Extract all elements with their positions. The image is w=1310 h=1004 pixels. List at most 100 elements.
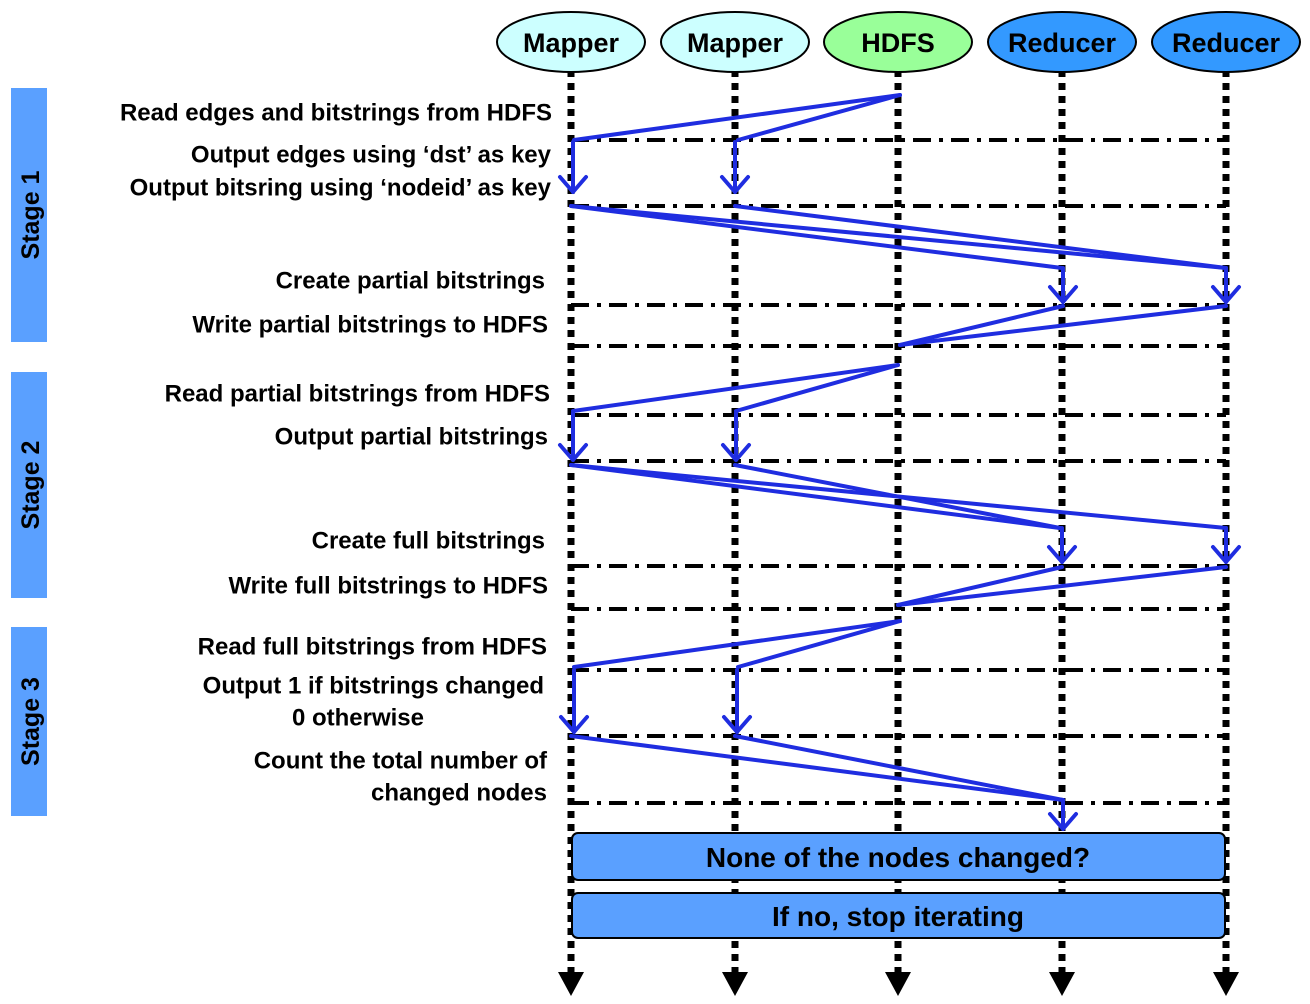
step-5: Read partial bitstrings from HDFS bbox=[165, 381, 550, 408]
stage-bars: Stage 1 Stage 2 Stage 3 bbox=[11, 88, 47, 816]
lifeline-hdfs bbox=[885, 70, 911, 996]
actor-label: Mapper bbox=[523, 28, 620, 58]
lifeline-mapper-1 bbox=[558, 70, 584, 996]
flow-arrowhead bbox=[1048, 285, 1078, 304]
actor-label: Mapper bbox=[687, 28, 784, 58]
flow-segment bbox=[733, 204, 1228, 270]
step-label-line: Read full bitstrings from HDFS bbox=[198, 634, 547, 661]
none-changed-box: None of the nodes changed? bbox=[571, 832, 1226, 881]
step-label-line: Write partial bitstrings to HDFS bbox=[192, 312, 548, 339]
lifeline-end-arrowhead bbox=[885, 972, 911, 996]
stage-bar-rect bbox=[11, 627, 47, 816]
lifeline-end-arrowhead bbox=[722, 972, 748, 996]
actor-hdfs: HDFS bbox=[823, 11, 973, 73]
actor-mapper-2: Mapper bbox=[660, 11, 810, 73]
actor-ellipse bbox=[496, 11, 646, 73]
flow-arrowhead bbox=[722, 715, 752, 734]
stage-bar-rect bbox=[11, 88, 47, 342]
box-label: If no, stop iterating bbox=[772, 901, 1024, 932]
step-separators bbox=[571, 138, 1226, 805]
step-label-line: Output partial bitstrings bbox=[275, 424, 548, 451]
step-label-line: 0 otherwise bbox=[292, 705, 424, 732]
actor-ellipse bbox=[823, 11, 973, 73]
actor-ellipse bbox=[660, 11, 810, 73]
flow-arrowhead bbox=[721, 443, 751, 462]
step-label-line: Create full bitstrings bbox=[312, 528, 545, 555]
step-label-line: Write full bitstrings to HDFS bbox=[228, 573, 548, 600]
actor-label: Reducer bbox=[1172, 28, 1281, 58]
actor-mapper-1: Mapper bbox=[496, 11, 646, 73]
actor-reducer-2: Reducer bbox=[1151, 11, 1301, 73]
box-rect bbox=[571, 892, 1226, 939]
step-7: Create full bitstrings bbox=[312, 528, 545, 555]
lifeline-reducer-2 bbox=[1213, 70, 1239, 996]
flow-segment bbox=[898, 304, 1228, 347]
step-label-line: Read edges and bitstrings from HDFS bbox=[120, 100, 552, 127]
actor-label: HDFS bbox=[861, 28, 935, 58]
flow-arrowhead bbox=[558, 443, 588, 462]
flow-segment bbox=[572, 619, 902, 669]
flow-segment bbox=[896, 565, 1064, 607]
box-label: None of the nodes changed? bbox=[706, 842, 1090, 873]
lifeline-end-arrowhead bbox=[1049, 972, 1075, 996]
step-label-line: Count the total number of bbox=[254, 748, 548, 775]
box-rect bbox=[571, 832, 1226, 881]
flow-segment bbox=[736, 619, 902, 669]
step-9: Read full bitstrings from HDFS bbox=[198, 634, 547, 661]
step-label-line: changed nodes bbox=[371, 780, 547, 807]
decision-boxes: None of the nodes changed? If no, stop it… bbox=[571, 832, 1226, 939]
step-label-line: Output edges using ‘dst’ as key bbox=[191, 142, 552, 169]
flow-segment bbox=[569, 463, 1062, 530]
flow-arrowhead bbox=[1211, 545, 1241, 564]
flow-segment bbox=[898, 304, 1065, 347]
stage-bar-3: Stage 3 bbox=[11, 627, 47, 816]
stage-bar-1: Stage 1 bbox=[11, 88, 47, 342]
lifeline-reducer-1 bbox=[1049, 70, 1075, 996]
step-1: Read edges and bitstrings from HDFS bbox=[120, 100, 552, 127]
flow-arrowhead bbox=[1048, 812, 1078, 831]
step-label-line: Output bitsring using ‘nodeid’ as key bbox=[130, 175, 552, 202]
step-labels: Read edges and bitstrings from HDFS Outpu… bbox=[120, 100, 552, 807]
lifelines bbox=[558, 70, 1239, 996]
lifeline-end-arrowhead bbox=[558, 972, 584, 996]
stop-iterating-box: If no, stop iterating bbox=[571, 892, 1226, 939]
flow-arrows bbox=[558, 93, 1241, 831]
step-label-line: Read partial bitstrings from HDFS bbox=[165, 381, 550, 408]
flow-segment bbox=[569, 734, 1065, 802]
flow-arrowhead bbox=[1047, 545, 1077, 564]
lifeline-mapper-2 bbox=[722, 70, 748, 996]
step-label-line: Create partial bitstrings bbox=[276, 268, 545, 295]
flow-arrowhead bbox=[720, 175, 750, 194]
actor-headers: Mapper Mapper HDFS Reducer Reducer bbox=[496, 11, 1301, 73]
flow-arrowhead bbox=[558, 175, 588, 194]
step-6: Output partial bitstrings bbox=[275, 424, 548, 451]
flow-segment bbox=[733, 463, 1062, 530]
flow-arrowhead bbox=[559, 715, 589, 734]
flow-segment bbox=[733, 734, 1065, 802]
stage-label: Stage 2 bbox=[17, 441, 45, 530]
lifeline-end-arrowhead bbox=[1213, 972, 1239, 996]
stage-label: Stage 3 bbox=[17, 677, 45, 766]
actor-label: Reducer bbox=[1008, 28, 1117, 58]
flow-segment bbox=[734, 363, 900, 413]
flow-segment bbox=[896, 565, 1228, 607]
flow-segment bbox=[572, 93, 902, 142]
actor-ellipse bbox=[1151, 11, 1301, 73]
stage-label: Stage 1 bbox=[17, 170, 45, 259]
step-10: Output 1 if bitstrings changed 0 otherwis… bbox=[203, 673, 544, 732]
actor-reducer-1: Reducer bbox=[987, 11, 1137, 73]
step-8: Write full bitstrings to HDFS bbox=[228, 573, 548, 600]
step-11: Count the total number of changed nodes bbox=[254, 748, 548, 807]
actor-ellipse bbox=[987, 11, 1137, 73]
flow-segment bbox=[569, 204, 1064, 270]
step-3: Create partial bitstrings bbox=[276, 268, 545, 295]
flow-arrowhead bbox=[1211, 285, 1241, 304]
flow-segment bbox=[736, 93, 902, 142]
step-4: Write partial bitstrings to HDFS bbox=[192, 312, 548, 339]
flow-segment bbox=[569, 204, 1228, 270]
flow-segment bbox=[571, 363, 900, 413]
step-label-line: Output 1 if bitstrings changed bbox=[203, 673, 544, 700]
stage-bar-2: Stage 2 bbox=[11, 372, 47, 598]
